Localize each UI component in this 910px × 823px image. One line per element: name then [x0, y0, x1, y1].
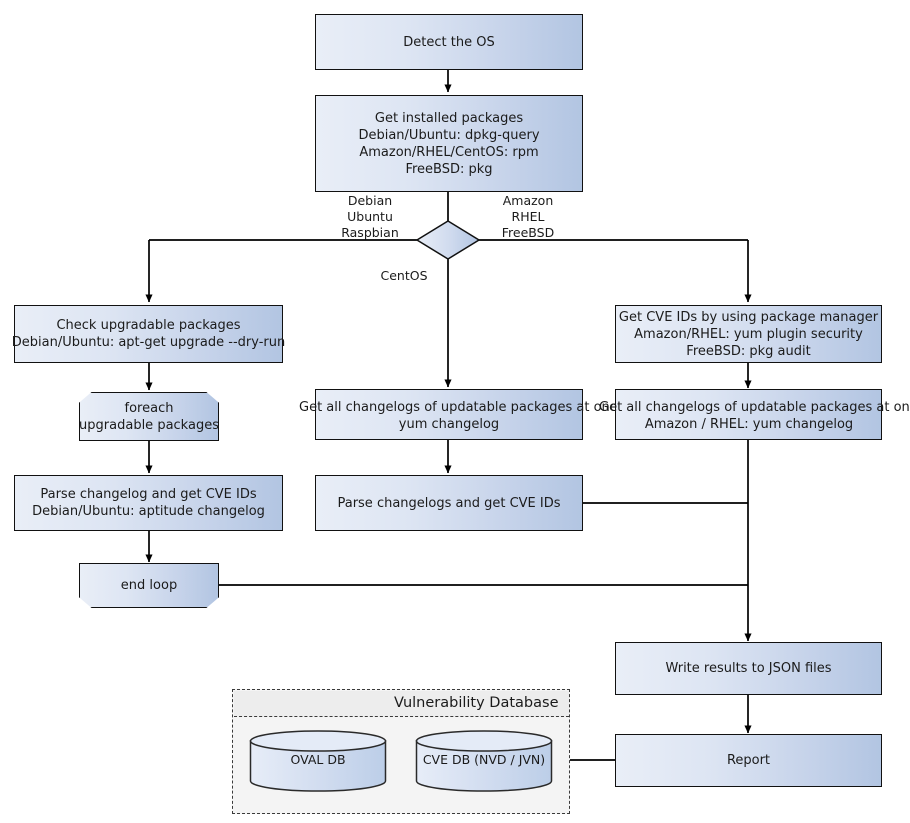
text-line: Check upgradable packages [56, 318, 241, 333]
text-line: Debian/Ubuntu: apt-get upgrade --dry-run [11, 335, 286, 350]
text-line: Get CVE IDs by using package manager [618, 309, 879, 325]
node-get-cve-ids-package-manager[interactable]: Get CVE IDs by using package manager Ama… [615, 305, 882, 363]
text-line: yum changelog [398, 417, 500, 432]
text-line: Debian [347, 193, 393, 208]
text-line: upgradable packages [79, 417, 219, 433]
node-check-upgradable-packages[interactable]: Check upgradable packages Debian/Ubuntu:… [12, 305, 285, 363]
text-line: Get all changelogs of updatable packages… [299, 400, 625, 415]
node-get-changelogs-rhel[interactable] [615, 389, 882, 440]
node-write-results-json[interactable]: Write results to JSON files [615, 642, 882, 695]
node-end-loop-label: end loop [120, 578, 178, 593]
node-detect-os[interactable]: Detect the OS [315, 14, 583, 70]
node-get-installed-packages[interactable]: Get installed packages Debian/Ubuntu: dp… [315, 95, 583, 192]
node-os-decision[interactable] [415, 220, 481, 260]
node-oval-db[interactable] [249, 730, 387, 792]
node-detect-os-label: Detect the OS [403, 34, 495, 50]
node-report-label: Report [726, 753, 771, 768]
text-line: Raspbian [341, 225, 399, 240]
node-end-loop[interactable]: end loop [79, 563, 219, 608]
node-oval-db-label: OVAL DB [290, 752, 346, 767]
edge-label-amazon-branch: Amazon RHEL FreeBSD [480, 193, 576, 241]
node-get-cve-ids-text: Get CVE IDs by using package manager Ama… [619, 309, 878, 360]
node-parse-changelogs-centos-label: Parse changelogs and get CVE IDs [337, 495, 561, 511]
text-line: Parse changelog and get CVE IDs [40, 487, 257, 502]
node-cve-db-label: CVE DB (NVD / JVN) [422, 752, 546, 767]
text-line: Amazon/RHEL: yum plugin security [634, 326, 863, 342]
text-line: Amazon [502, 193, 554, 208]
node-parse-changelogs-centos[interactable]: Parse changelogs and get CVE IDs [315, 475, 583, 531]
node-check-upgradable-packages-text: Check upgradable packages Debian/Ubuntu:… [12, 317, 285, 351]
node-get-changelogs-centos[interactable] [315, 389, 583, 440]
text-line: CentOS [380, 268, 428, 283]
node-foreach-upgradable-packages[interactable]: foreach upgradable packages [79, 392, 219, 441]
text-line: FreeBSD: pkg audit [686, 343, 811, 359]
node-report[interactable]: Report [615, 734, 882, 787]
text-line: FreeBSD [501, 225, 555, 240]
text-line: Debian/Ubuntu: dpkg-query [358, 127, 540, 143]
node-get-installed-packages-text: Get installed packages Debian/Ubuntu: dp… [358, 110, 539, 178]
node-write-results-json-label: Write results to JSON files [665, 661, 832, 676]
text-line: foreach [124, 400, 174, 416]
node-cve-db[interactable] [415, 730, 553, 792]
edge-label-centos-branch: CentOS [366, 268, 442, 284]
node-parse-changelog-debian[interactable]: Parse changelog and get CVE IDs Debian/U… [14, 475, 283, 531]
text-line: Get all changelogs of updatable packages… [599, 400, 910, 415]
text-line: Amazon/RHEL/CentOS: rpm [359, 144, 539, 160]
text-line: Debian/Ubuntu: aptitude changelog [32, 504, 265, 519]
text-line: Ubuntu [347, 209, 393, 224]
node-parse-changelog-debian-text: Parse changelog and get CVE IDs Debian/U… [32, 486, 265, 520]
text-line: Get installed packages [374, 110, 524, 126]
vulnerability-database-group-title: Vulnerability Database [394, 695, 559, 711]
text-line: FreeBSD: pkg [405, 161, 493, 177]
node-get-changelogs-rhel-text: Get all changelogs of updatable packages… [599, 399, 910, 433]
node-foreach-text: foreach upgradable packages [79, 400, 219, 434]
text-line: RHEL [511, 209, 545, 224]
text-line: Amazon / RHEL: yum changelog [644, 417, 854, 432]
node-get-changelogs-centos-text: Get all changelogs of updatable packages… [299, 399, 625, 433]
edge-label-debian-branch: Debian Ubuntu Raspbian [322, 193, 418, 241]
vulnerability-database-group-header: Vulnerability Database [233, 690, 569, 717]
